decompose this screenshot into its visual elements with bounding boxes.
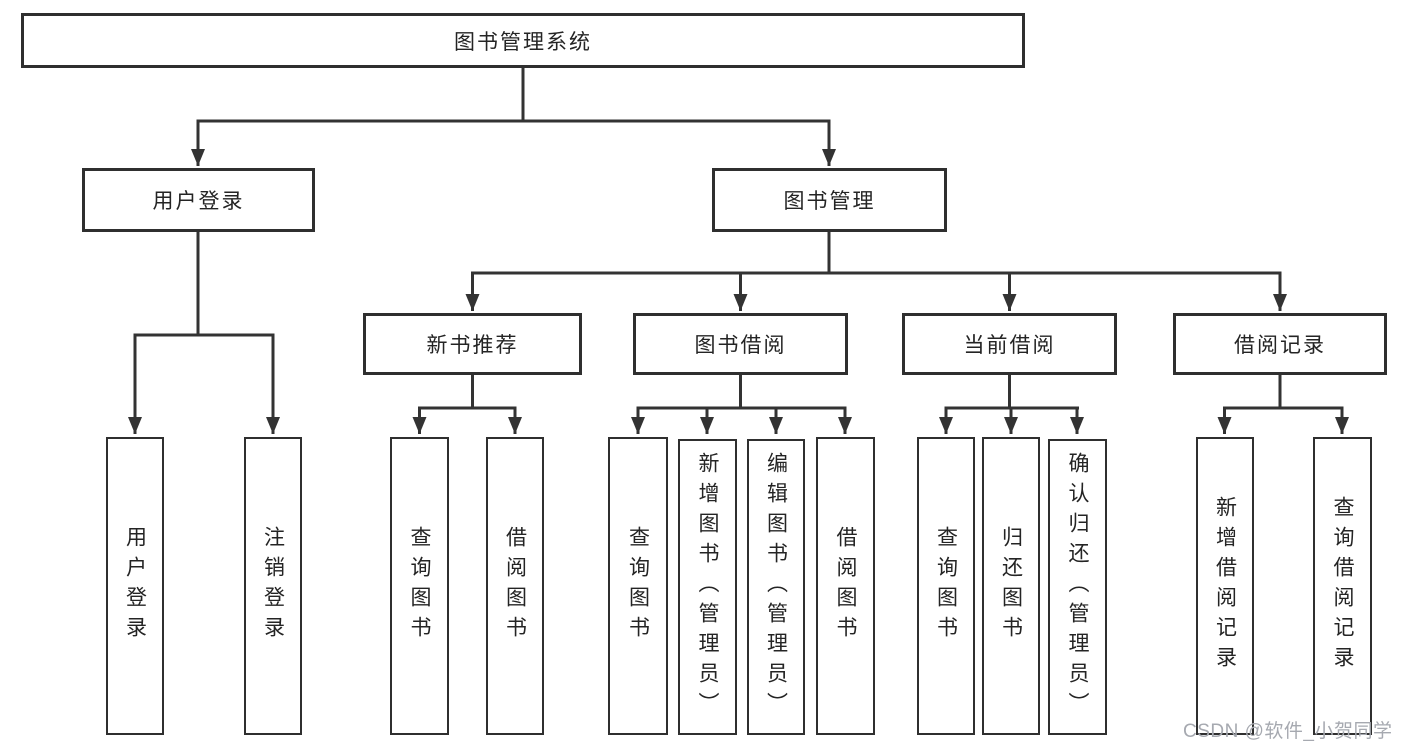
leaf-add-borrow-record: 新增借阅记录	[1196, 437, 1254, 735]
node-current-borrowing: 当前借阅	[902, 313, 1117, 375]
leaf-add-books-admin: 新增图书（管理员）	[678, 439, 737, 735]
node-root: 图书管理系统	[21, 13, 1025, 68]
leaf-borrowing-borrow-books: 借阅图书	[816, 437, 875, 735]
leaf-current-query-books: 查询图书	[917, 437, 975, 735]
leaf-user-login: 用户登录	[106, 437, 164, 735]
leaf-recommend-borrow-books: 借阅图书	[486, 437, 544, 735]
node-book-borrowing: 图书借阅	[633, 313, 848, 375]
node-new-book-recommend: 新书推荐	[363, 313, 582, 375]
leaf-logout: 注销登录	[244, 437, 302, 735]
leaf-return-books: 归还图书	[982, 437, 1040, 735]
node-borrowing-records: 借阅记录	[1173, 313, 1387, 375]
node-book-management: 图书管理	[712, 168, 947, 232]
leaf-recommend-query-books: 查询图书	[390, 437, 449, 735]
connectors-group	[128, 68, 1349, 434]
csdn-watermark: CSDN @软件_小贺同学	[1183, 721, 1393, 742]
leaf-borrowing-query-books: 查询图书	[608, 437, 668, 735]
leaf-confirm-return-admin: 确认归还（管理员）	[1048, 439, 1107, 735]
leaf-edit-books-admin: 编辑图书（管理员）	[747, 439, 805, 735]
node-user-login: 用户登录	[82, 168, 315, 232]
leaf-query-borrow-record: 查询借阅记录	[1313, 437, 1372, 735]
